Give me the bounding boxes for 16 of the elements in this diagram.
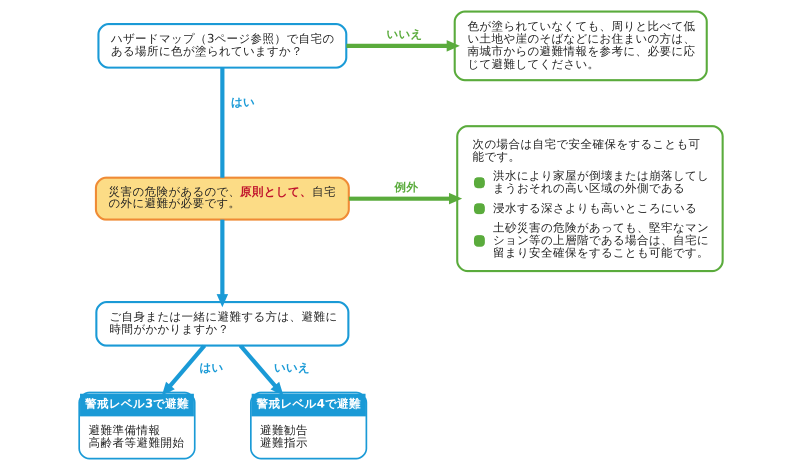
node-box: 色が塗られていなくても、周りと比べて低い土地や崖のそばなどにお住まいの方は、南城市からの避難情報を参考に、必要に応じて避難してください。 (453, 10, 708, 82)
arrow (346, 40, 460, 52)
edge-label: いいえ (386, 27, 422, 42)
edge-label: 例外 (394, 180, 418, 194)
edge-label: いいえ (273, 360, 310, 374)
arrow (238, 344, 283, 396)
node-box: 災害の危険があるので、原則として、自宅の外に避難が必要です。 (94, 176, 350, 221)
arrow (348, 192, 462, 204)
node-box: ご自身または一緒に避難する方は、避難に時間がかかりますか？ (94, 301, 349, 347)
node-box: ハザードマップ（3ページ参照）で自宅のある場所に色が塗られていますか？ (96, 23, 347, 69)
arrow (216, 220, 228, 308)
connector (220, 68, 224, 178)
arrow (161, 344, 206, 396)
edge-label: はい (198, 360, 223, 374)
node-box: 次の場合は自宅で安全確保をすることも可能です。 洪水により家屋が倒壊または崩落してしまうおそれの高い区域の外側である 浸水する深さよりも高いところにいる 土砂災害の危険があっても、堅牢なマンション等の上層階である場合は、自宅に留まり安全確保をすることも可能です。 (456, 125, 724, 272)
edge-label: はい (230, 94, 255, 109)
